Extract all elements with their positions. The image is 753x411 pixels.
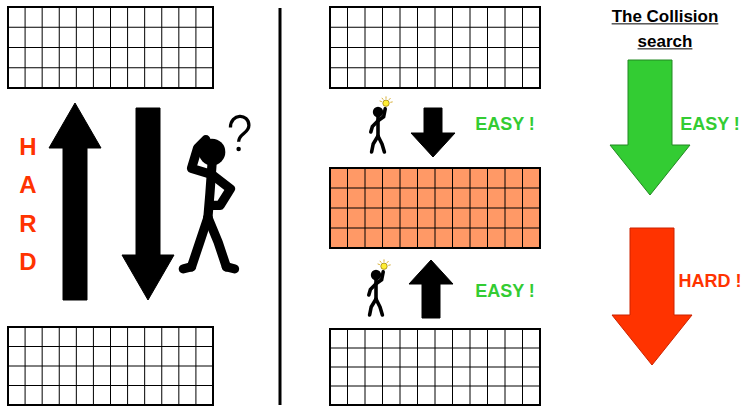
grid-line [8,47,213,48]
person-limb [183,267,191,269]
grid-line [8,27,213,28]
person-limb [208,218,226,267]
grid-table [330,329,540,405]
divider-line [279,8,282,405]
person-limb [226,267,234,269]
grid-line [330,228,540,229]
bulb-ray [380,261,381,263]
grid-line [330,188,540,189]
light-bulb [383,100,389,106]
status-label: EASY ! [475,114,535,136]
grid-line [8,346,213,347]
grid-line [330,348,540,349]
bulb-ray [389,98,391,100]
question-mark [230,116,248,141]
bulb-ray [388,264,390,265]
grid-line [8,366,213,367]
question-dot [236,147,241,152]
grid-line [330,386,540,387]
up-arrow [409,260,453,318]
person-limb [376,272,383,284]
person-limb [372,136,378,152]
red-arrow [612,228,692,365]
up-arrow [49,103,101,300]
grid-table [330,7,540,88]
bulb-ray [384,259,385,261]
grid-line [330,67,540,68]
bulb-ray [380,100,382,102]
bulb-ray [382,98,383,100]
person-limb [378,109,385,121]
person-limb [369,284,376,295]
grid-border [8,7,213,88]
heading: The Collision search [603,5,728,54]
green-arrow [610,60,690,195]
grid-line [330,47,540,48]
person-limb [378,136,384,152]
status-label: EASY ! [475,281,535,303]
down-arrow [122,108,174,300]
grid-border [330,329,540,405]
idea-person [369,259,391,315]
person-limb [192,218,208,267]
grid-line [8,385,213,386]
grid-line [8,67,213,68]
grid-border [330,168,540,248]
grid-line [330,27,540,28]
bulb-ray [386,96,387,98]
person-limb [212,175,230,206]
down-arrow [411,108,455,157]
status-label: HARD ! [679,271,742,293]
bulb-ray [378,263,380,265]
confused-person [183,116,249,268]
grid-border [8,327,213,405]
person-limb [376,299,382,315]
vertical-word: HARD [16,128,40,282]
grid-border [330,7,540,88]
grid-line [330,367,540,368]
idea-person [371,96,393,152]
bulb-ray [387,261,389,263]
grid-line [330,208,540,209]
person-limb [371,121,378,132]
bulb-ray [390,101,392,102]
grid-table [8,7,213,88]
light-bulb [381,263,387,269]
status-label: EASY ! [680,114,740,136]
person-limb [370,299,376,315]
grid-table [8,327,213,405]
person-limb [192,140,213,175]
grid-table [330,168,540,248]
